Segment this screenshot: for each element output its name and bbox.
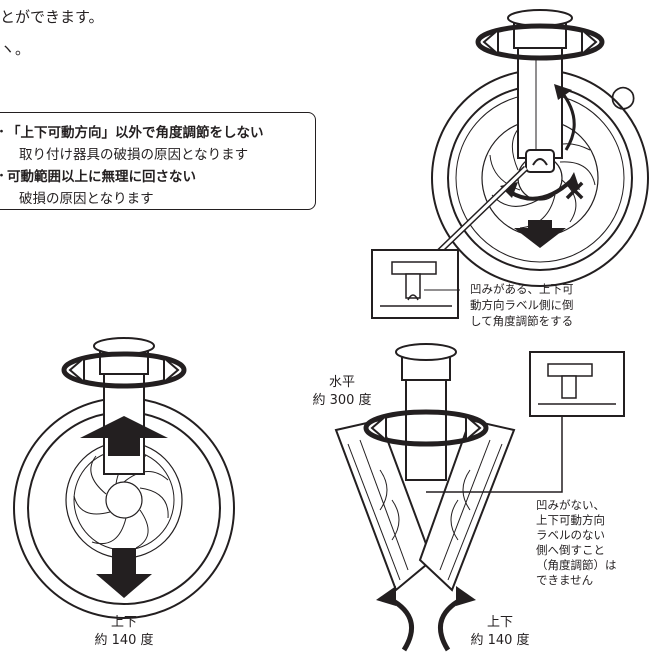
notch-yes-line-1: 凹みがある、上下可 <box>470 282 574 296</box>
stem <box>405 379 447 481</box>
caution-box: ・ 「上下可動方向」以外で角度調節をしない 取り付け器具の破損の原因となります … <box>0 112 316 210</box>
ng-symbol: × <box>562 173 588 208</box>
bullet-icon: ・ <box>0 121 8 140</box>
notch-no-text: 凹みがない、 上下可動方向 ラベルのない 側へ倒すこと （角度調節）は できませ… <box>536 498 617 587</box>
notch-yes-line-3: して角度調節をする <box>470 314 574 328</box>
notch-yes-line-2: 動方向ラベル側に倒 <box>470 298 574 312</box>
vertical-label-left: 上下 約 140 度 <box>94 615 154 648</box>
caution-detail-2: 破損の原因となります <box>19 191 154 207</box>
ok-symbol: ○ <box>610 79 637 114</box>
caution-title-2: 可動範囲以上に無理に回さない <box>7 169 196 185</box>
caution-title-1: 「上下可動方向」以外で角度調節をしない <box>7 125 264 141</box>
intro-text-line-2: ヽ。 <box>0 40 31 58</box>
vertical-label-right: 上下 約 140 度 <box>470 615 530 648</box>
horizontal-label: 水平 約 300 度 <box>312 375 372 408</box>
intro-text-line-1: とができます。 <box>0 8 104 26</box>
caution-detail-1: 取り付け器具の破損の原因となります <box>19 147 249 163</box>
bullet-icon: ・ <box>0 165 8 184</box>
fan-blades <box>379 469 471 541</box>
